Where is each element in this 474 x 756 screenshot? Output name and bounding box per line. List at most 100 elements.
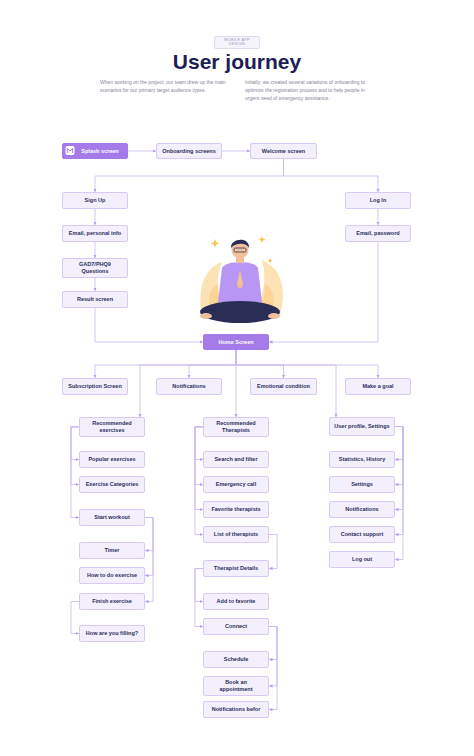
crossed-legs <box>200 301 280 323</box>
node-label: Notifications <box>345 506 378 513</box>
screen-box: Notifications befor <box>203 701 269 718</box>
screen-box: Email, password <box>345 225 411 242</box>
screen-box: Recommended exercises <box>79 417 145 437</box>
node-label: Favorite therapists <box>211 506 260 513</box>
flow-connector <box>395 427 403 560</box>
arm <box>244 276 254 288</box>
screen-box: Finish exercise <box>79 593 145 610</box>
flow-connector <box>269 535 277 569</box>
flow-connector <box>145 518 153 551</box>
screen-box: Emergency call <box>203 476 269 493</box>
flow-connector <box>71 427 79 518</box>
screen-box: Settings <box>329 476 395 493</box>
node-label: Email, personal info <box>69 230 121 237</box>
node-label: Timer <box>105 547 120 554</box>
sparkle <box>259 236 266 243</box>
screen-box: Statistics, History <box>329 451 395 468</box>
flow-connector <box>95 159 284 192</box>
screen-box: List of therapists <box>203 526 269 543</box>
flow-connector <box>395 427 403 510</box>
node-label: Schedule <box>224 656 248 663</box>
node-label: Contact support <box>341 531 383 538</box>
flow-connector <box>95 242 96 258</box>
screen-box: Popular exercises <box>79 451 145 468</box>
flow-connector <box>378 209 379 225</box>
node-label: Notifications befor <box>212 706 261 713</box>
node-label: Result screen <box>77 296 113 303</box>
node-label: User profile, Settings <box>334 423 389 430</box>
flow-connector <box>195 427 203 535</box>
flow-connector <box>269 242 378 342</box>
node-label: Emergency call <box>216 481 256 488</box>
intro-paragraph: Initially, we created several variations… <box>245 79 380 102</box>
screen-box: Emotional condition <box>250 378 317 395</box>
sparkle <box>267 258 273 264</box>
screen-box: How are you filling? <box>79 625 145 642</box>
node-label: Finish exercise <box>92 598 132 605</box>
node-label: Exercise Categories <box>86 481 139 488</box>
screen-box: Book an appointment <box>203 676 269 696</box>
sparkle <box>211 239 219 247</box>
flow-connector <box>95 350 236 378</box>
screen-box: Notifications <box>156 378 222 395</box>
flow-connector <box>140 350 236 417</box>
node-label: Subscription Screen <box>68 383 122 390</box>
screen-box: How to do exercise <box>79 567 145 584</box>
flow-connector <box>236 350 284 378</box>
foot <box>200 313 212 319</box>
screen-box: Email, personal info <box>62 225 128 242</box>
page-title: User journey <box>0 50 474 74</box>
node-label: Make a goal <box>362 383 393 390</box>
screen-box: GAD7/PHQ9 Questions <box>62 258 128 278</box>
screen-box: Notifications <box>329 501 395 518</box>
flow-connector <box>95 209 96 225</box>
node-label: Welcome screen <box>262 148 305 155</box>
node-label: Statistics, History <box>339 456 385 463</box>
node-label: Add to favorite <box>217 598 256 605</box>
node-label: Start workout <box>94 514 129 521</box>
intro-paragraph: When working on the project, our team dr… <box>100 79 230 95</box>
flow-connector <box>269 627 277 710</box>
key-screen-box: Home Screen <box>203 334 269 350</box>
screen-box: Therapist Details <box>203 560 269 577</box>
flow-connector <box>71 427 79 460</box>
flow-connector <box>189 350 236 378</box>
tag-pill: MOBILE APP DESIGN <box>214 36 260 49</box>
flow-connector <box>95 278 96 291</box>
screen-box: Connect <box>203 618 269 635</box>
screen-box: Log In <box>345 192 411 209</box>
screen-box: Onboarding screens <box>156 143 222 159</box>
screen-box: Log out <box>329 551 395 568</box>
screen-box: Exercise Categories <box>79 476 145 493</box>
node-label: Book an appointment <box>208 679 264 693</box>
flow-connector <box>236 350 336 417</box>
node-label: Home Screen <box>218 339 253 346</box>
flow-connector <box>128 151 156 152</box>
screen-box: User profile, Settings <box>329 417 395 436</box>
node-label: Notifications <box>172 383 205 390</box>
flow-connector <box>269 627 277 660</box>
screen-box: Sign Up <box>62 192 128 209</box>
node-label: How to do exercise <box>87 572 137 579</box>
node-label: Recommended exercises <box>84 420 140 434</box>
flow-connector <box>395 427 403 485</box>
glasses <box>234 248 246 252</box>
node-label: Sign Up <box>85 197 106 204</box>
node-label: Log out <box>352 556 372 563</box>
meditating-person <box>200 236 283 323</box>
node-label: GAD7/PHQ9 Questions <box>67 261 123 275</box>
screen-box: Subscription Screen <box>62 378 128 395</box>
screen-box: Schedule <box>203 651 269 668</box>
flow-connector <box>195 569 203 602</box>
node-label: MOBILE APP DESIGN <box>218 38 256 47</box>
screen-box: Result screen <box>62 291 128 308</box>
node-label: Popular exercises <box>88 456 135 463</box>
screen-box: Make a goal <box>345 378 411 395</box>
flow-connector <box>71 602 79 634</box>
flow-connector <box>236 350 378 378</box>
node-label: Recommended Therapists <box>208 420 264 434</box>
screen-box: Welcome screen <box>250 143 317 159</box>
praying-hands <box>236 270 244 288</box>
hair <box>231 240 249 248</box>
torso <box>218 262 262 302</box>
